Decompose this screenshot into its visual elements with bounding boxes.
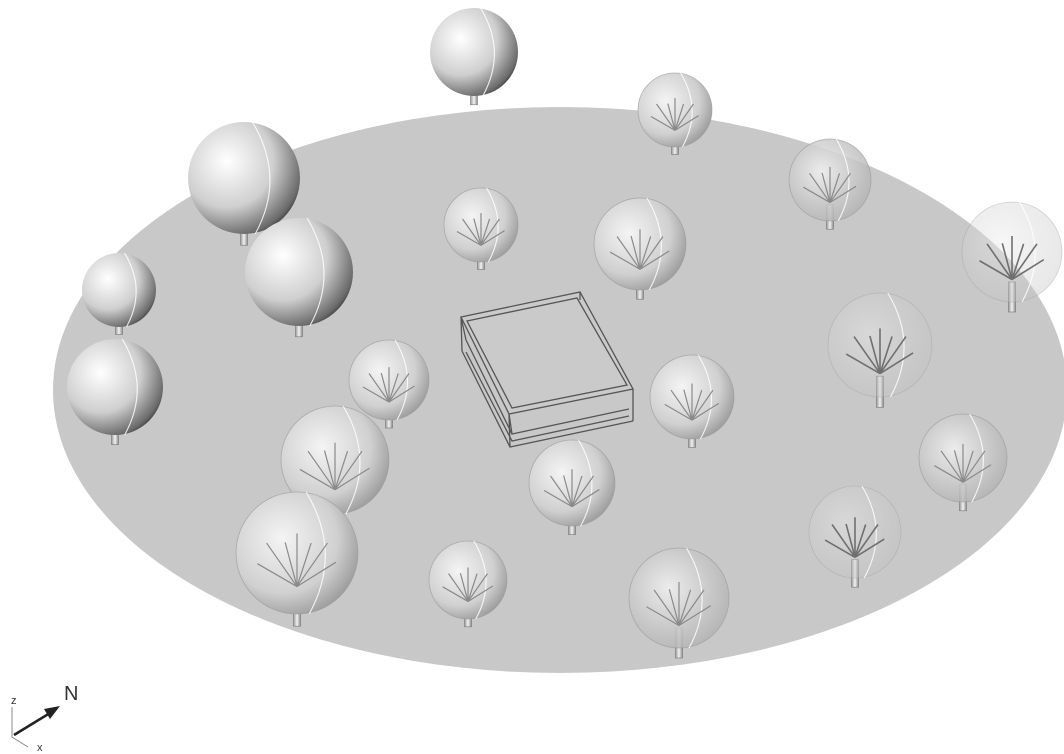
z-axis-label: z (11, 695, 17, 707)
x-axis-line (12, 737, 28, 747)
tree-crown (188, 122, 300, 234)
x-axis-label: x (37, 742, 43, 754)
tree-crown (245, 218, 353, 326)
tree-crown (82, 253, 156, 327)
north-arrow-shaft (14, 713, 50, 735)
orientation-compass: N z x (11, 683, 78, 754)
north-label: N (64, 683, 78, 705)
north-arrow-icon (44, 706, 60, 719)
tree-crown (430, 8, 518, 96)
tree-crown (67, 339, 163, 435)
tree (430, 8, 518, 105)
